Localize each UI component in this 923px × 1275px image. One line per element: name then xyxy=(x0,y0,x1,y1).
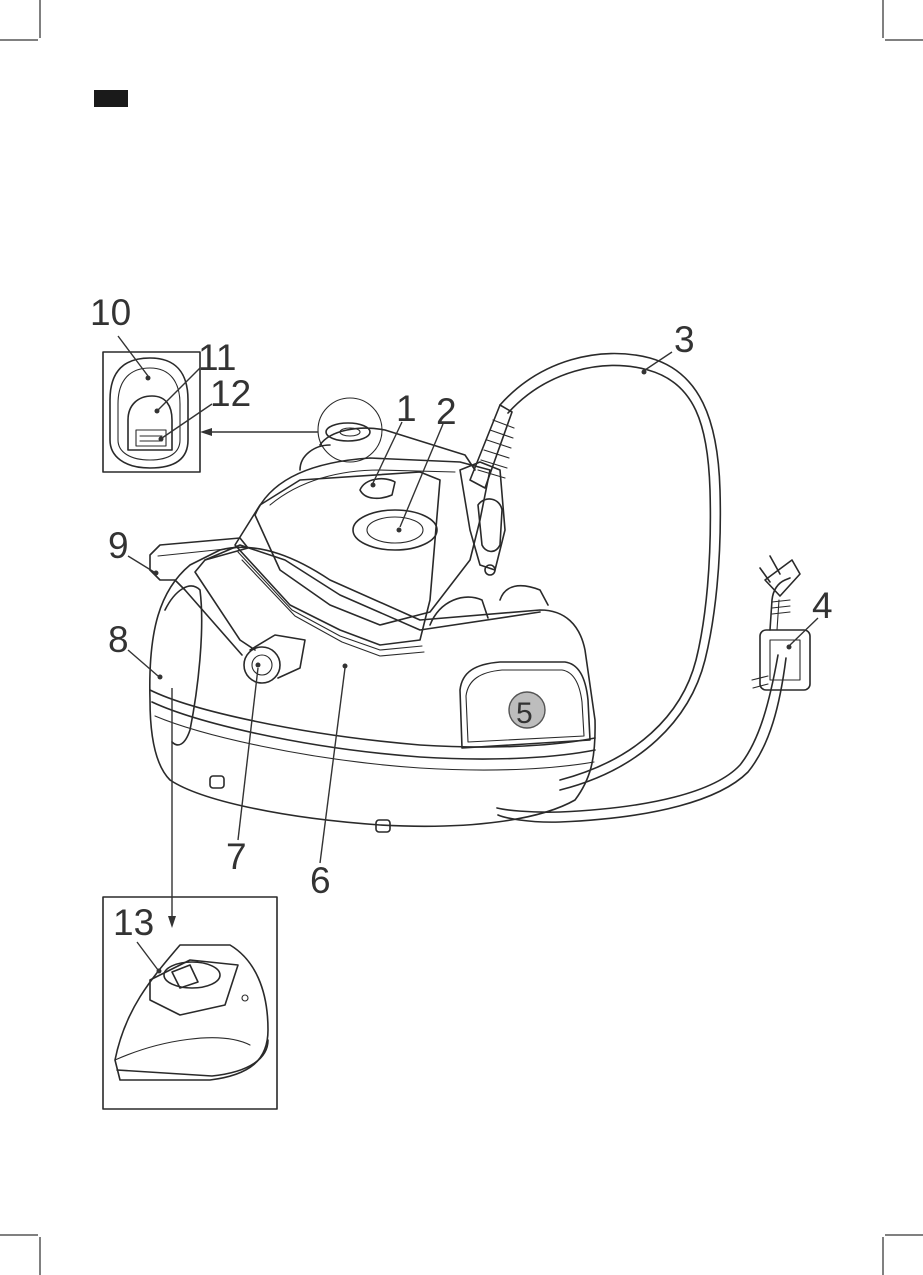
callout-12: 12 xyxy=(210,373,251,414)
callout-7: 7 xyxy=(226,836,247,877)
callout-13: 13 xyxy=(113,902,154,943)
callout-6: 6 xyxy=(310,860,331,901)
hose-sleeve xyxy=(470,405,514,488)
language-tab xyxy=(94,90,128,107)
callout-8: 8 xyxy=(108,619,129,660)
callout-1: 1 xyxy=(396,388,417,429)
callout-11: 11 xyxy=(198,337,236,378)
callout-4: 4 xyxy=(812,585,833,626)
callout-3: 3 xyxy=(674,319,695,360)
base-station xyxy=(150,538,595,832)
handle-detail-inset xyxy=(103,352,200,472)
callout-5: 5 xyxy=(516,697,533,730)
steam-iron xyxy=(235,423,505,656)
callout-10: 10 xyxy=(90,292,131,333)
callout-9: 9 xyxy=(108,525,129,566)
callout-2: 2 xyxy=(436,391,457,432)
